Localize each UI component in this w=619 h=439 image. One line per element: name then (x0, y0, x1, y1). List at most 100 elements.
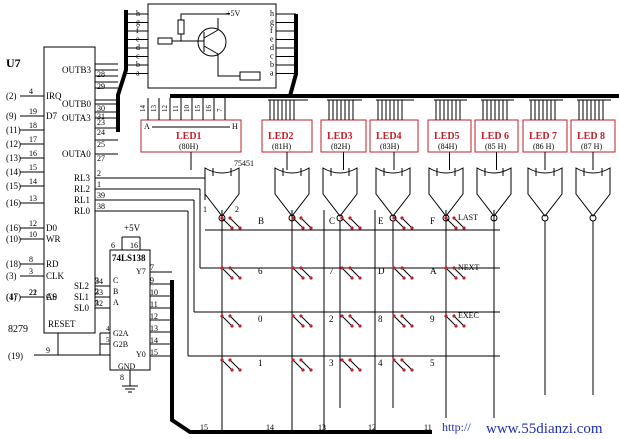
key-switch: 2 (291, 314, 334, 328)
key-label: 6 (258, 266, 263, 276)
pin-num: 24 (97, 128, 105, 137)
led1-pin: 13 (150, 105, 158, 113)
u7-pin: (13)16 (6, 149, 44, 163)
dec-in-name: C (113, 276, 118, 285)
led-addr: (86 H) (533, 142, 554, 151)
key-switch: A (392, 266, 437, 280)
wire (349, 359, 361, 371)
key-switch: 1 (220, 358, 263, 372)
u7-pin: (11)18 (6, 121, 44, 135)
pin-num: 3 (29, 267, 33, 276)
dec-out-num: 7 (150, 263, 154, 272)
key-label: A (430, 266, 437, 276)
decoder-part: 74LS138 (112, 253, 146, 263)
segment-bus (288, 14, 298, 97)
wire (229, 359, 241, 371)
reset-ext: (19) (8, 351, 23, 361)
led-display-7: LED 7(86 H) (522, 99, 568, 170)
wire (453, 315, 465, 327)
pin-num: 14 (29, 177, 37, 186)
wire (300, 217, 312, 229)
led1-h-label: H (232, 122, 238, 131)
pin-num: 21 (29, 288, 37, 297)
pin-num: 39 (97, 191, 105, 200)
led1-pin: 15 (194, 105, 202, 113)
dec-in-num: 1 (95, 298, 99, 307)
led-name: LED3 (327, 131, 353, 142)
decoder-gnd-num: 8 (120, 373, 124, 382)
seg-letter-right: h (270, 9, 274, 18)
key-switch: 9 (392, 314, 435, 328)
pin-num: 18 (29, 121, 37, 130)
pin-num: 32 (95, 299, 103, 308)
pin-ext: (4) (6, 292, 17, 302)
seg-letter-right: e (270, 35, 274, 44)
pin-num: 8 (29, 255, 33, 264)
led-display-6: LED 6(85 H) (474, 99, 519, 170)
dec-out-num: 14 (150, 336, 158, 345)
seg-letter-left: f (136, 26, 139, 35)
pin-num: 2 (97, 169, 101, 178)
pin-num: 22 (29, 288, 37, 297)
u7-pin: (15) 14 (6, 177, 44, 191)
gate-body (476, 167, 512, 217)
seg-letter-left: g (136, 18, 140, 27)
wire (229, 315, 241, 327)
reset-num: 9 (46, 346, 50, 355)
led-addr: (87 H) (581, 142, 602, 151)
bus-label: 15 (200, 423, 208, 432)
pin-ext: (15) (6, 181, 21, 191)
pin-ext: (3) (6, 271, 17, 281)
key-switch: NEXT (444, 263, 479, 280)
pin-num: 23 (97, 118, 105, 127)
bus-label: 14 (266, 423, 274, 432)
key-switch: 0 (220, 314, 263, 328)
pin-name: RL0 (74, 206, 91, 216)
key-switch: 8 (340, 314, 383, 328)
seg-letter-left: b (136, 60, 140, 69)
wire (401, 267, 413, 279)
dec-en-num: 5 (106, 336, 110, 344)
u7-ref: U7 (6, 56, 21, 70)
seg-letter-right: d (270, 43, 274, 52)
u7-pin: (14)15 (6, 163, 44, 177)
gate-body (274, 167, 310, 217)
watermark-bg (432, 418, 619, 439)
dec-en-name: G2A (113, 329, 129, 338)
scan-bus (170, 280, 440, 434)
led-addr: (81H) (272, 142, 291, 151)
led-name: LED 6 (481, 131, 509, 142)
led1-pin: 10 (183, 105, 191, 113)
seg-letter-left: h (136, 9, 140, 18)
wire (445, 315, 457, 327)
key-switch: F (392, 216, 435, 230)
key-label: B (258, 216, 264, 226)
transistor-icon (197, 27, 227, 57)
key-label: E (378, 216, 384, 226)
gate-body (375, 167, 411, 217)
key-switch: E (340, 216, 384, 230)
led-name: LED1 (176, 131, 202, 142)
pin-name: OUTB0 (62, 99, 91, 109)
wire (221, 217, 233, 229)
pin-ext: (10) (6, 234, 21, 244)
seg-letter-left: a (136, 69, 140, 78)
wire (300, 315, 312, 327)
key-label: 7 (329, 266, 334, 276)
dec-en-name: G2B (113, 340, 128, 349)
wire (292, 359, 304, 371)
gate-body (204, 167, 240, 217)
or-gate-7 (527, 167, 563, 395)
led-display-4: LED4(83H) (369, 99, 419, 170)
pin-num: 1 (97, 180, 101, 189)
gate-body (322, 167, 358, 217)
pin-ext: (18) (6, 259, 21, 269)
